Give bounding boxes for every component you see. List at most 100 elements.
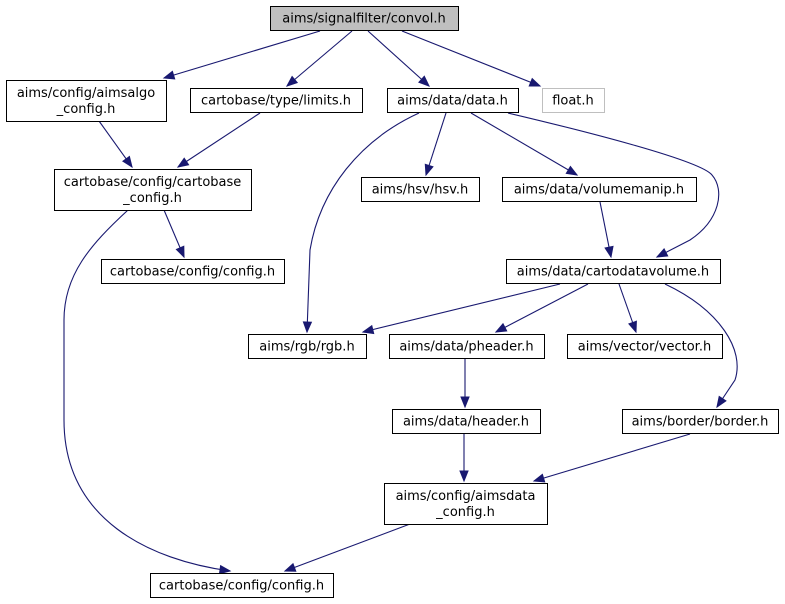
node-label: _config.h <box>435 505 495 520</box>
node-data[interactable]: aims/data/data.h <box>387 88 519 113</box>
node-rgb[interactable]: aims/rgb/rgb.h <box>248 334 367 359</box>
edge-line <box>470 112 578 176</box>
node-label: aims/data/cartodatavolume.h <box>517 265 709 280</box>
node-float: float.h <box>542 88 605 113</box>
node-aimsdata-config[interactable]: aims/config/aimsdata_config.h <box>384 483 548 525</box>
edge-data-to-rgb <box>302 112 420 334</box>
node-box <box>542 88 605 113</box>
edge-cartodatavolume-to-pheader <box>494 283 589 333</box>
node-volumemanip[interactable]: aims/data/volumemanip.h <box>502 177 697 202</box>
node-label: aims/data/header.h <box>403 415 529 430</box>
node-box <box>6 80 167 122</box>
edge-cartobase_config-to-config_bottom <box>63 209 232 575</box>
edge-border-to-aimsdata_config <box>532 433 691 483</box>
edge-line <box>367 30 430 87</box>
node-box <box>384 483 548 525</box>
node-box <box>506 259 721 284</box>
node-label: aims/rgb/rgb.h <box>259 340 354 355</box>
arrow-head-icon <box>655 248 669 258</box>
node-label: aims/data/pheader.h <box>399 340 533 355</box>
node-aimsalgo-config[interactable]: aims/config/aimsalgo_config.h <box>6 80 167 122</box>
node-label: cartobase/config/config.h <box>110 265 275 280</box>
arrow-head-icon <box>716 395 727 409</box>
edge-line <box>425 112 447 176</box>
edge-line <box>533 433 691 482</box>
node-box <box>392 409 541 434</box>
node-box <box>622 409 779 434</box>
node-box <box>150 573 334 598</box>
edge-line <box>306 112 420 333</box>
edge-line <box>163 30 321 79</box>
edge-convol-to-data <box>367 30 430 87</box>
node-box <box>567 334 723 359</box>
node-label: aims/hsv/hsv.h <box>372 183 469 198</box>
edge-data-to-hsv <box>424 112 447 177</box>
node-label: cartobase/config/cartobase <box>64 175 242 190</box>
edge-data-to-volumemanip <box>470 112 579 176</box>
node-label: aims/config/aimsalgo <box>17 86 155 101</box>
node-box <box>387 88 519 113</box>
edge-line <box>495 283 589 333</box>
node-vector[interactable]: aims/vector/vector.h <box>567 334 723 359</box>
node-convol: aims/signalfilter/convol.h <box>270 6 459 31</box>
arrow-head-icon <box>175 245 185 259</box>
edge-cartodatavolume-to-rgb <box>361 283 561 335</box>
node-border[interactable]: aims/border/border.h <box>622 409 779 434</box>
node-label: aims/signalfilter/convol.h <box>282 12 445 27</box>
edge-cartodatavolume-to-border <box>664 283 738 409</box>
edge-aimsalgo_config-to-cartobase_config <box>98 120 133 169</box>
edge-line <box>284 523 411 572</box>
node-box <box>270 6 459 31</box>
edge-cartodatavolume-to-vector <box>618 283 637 334</box>
edge-line <box>362 283 561 333</box>
node-label: aims/data/volumemanip.h <box>514 183 684 198</box>
arrow-head-icon <box>162 70 176 80</box>
arrow-head-icon <box>532 473 546 483</box>
node-label: _config.h <box>56 102 116 117</box>
node-header[interactable]: aims/data/header.h <box>392 409 541 434</box>
arrow-head-icon <box>218 564 232 575</box>
edge-line <box>286 30 353 87</box>
node-pheader[interactable]: aims/data/pheader.h <box>389 334 545 359</box>
node-limits[interactable]: cartobase/type/limits.h <box>190 88 363 113</box>
edge-convol-to-limits <box>285 30 353 87</box>
node-label: aims/vector/vector.h <box>578 340 711 355</box>
arrow-head-icon <box>418 75 430 87</box>
edge-line <box>177 112 261 168</box>
edge-aimsdata_config-to-config_bottom <box>283 523 411 572</box>
arrow-head-icon <box>424 163 434 177</box>
node-label: _config.h <box>122 191 182 206</box>
node-label: aims/config/aimsdata <box>396 489 536 504</box>
node-label: cartobase/config/config.h <box>159 579 324 594</box>
arrow-head-icon <box>302 321 313 334</box>
node-box <box>361 177 480 202</box>
arrow-head-icon <box>122 155 133 169</box>
node-box <box>389 334 545 359</box>
edge-volumemanip-to-cartodatavolume <box>599 201 614 259</box>
edge-convol-to-aimsalgo_config <box>162 30 321 80</box>
arrow-head-icon <box>604 245 614 259</box>
node-cartobase-config[interactable]: cartobase/config/cartobase_config.h <box>54 169 252 211</box>
node-label: aims/border/border.h <box>632 415 769 430</box>
edge-pheader-to-header <box>460 359 470 409</box>
node-box <box>101 259 285 284</box>
node-hsv[interactable]: aims/hsv/hsv.h <box>361 177 480 202</box>
node-config-mid[interactable]: cartobase/config/config.h <box>101 259 285 284</box>
edge-cartobase_config-to-config_mid <box>163 209 185 259</box>
node-label: float.h <box>552 94 594 109</box>
arrow-head-icon <box>459 470 469 483</box>
edge-line <box>401 30 541 87</box>
arrow-head-icon <box>176 157 190 168</box>
edge-limits-to-cartobase_config <box>176 112 261 168</box>
arrow-head-icon <box>565 165 579 176</box>
node-config-bottom[interactable]: cartobase/config/config.h <box>150 573 334 598</box>
edge-data-to-cartodatavolume <box>507 112 720 258</box>
arrow-head-icon <box>361 324 375 335</box>
node-box <box>190 88 363 113</box>
node-cartodatavolume[interactable]: aims/data/cartodatavolume.h <box>506 259 721 284</box>
arrow-head-icon <box>285 75 299 87</box>
edge-line <box>507 112 720 258</box>
edge-header-to-aimsdata_config <box>459 434 469 483</box>
node-box <box>54 169 252 211</box>
